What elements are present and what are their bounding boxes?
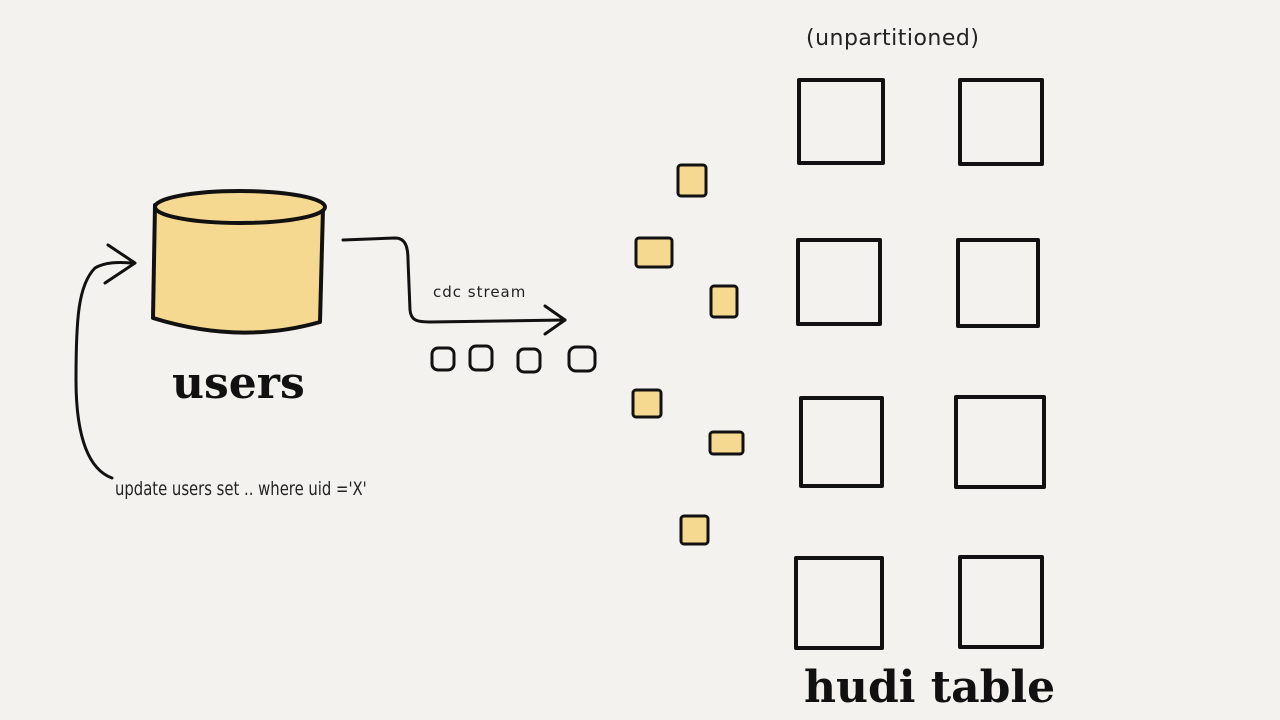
- database-label: users: [172, 358, 305, 409]
- flying-record: [679, 514, 710, 546]
- file-group: [794, 556, 884, 650]
- cdc-stream-arrow-icon: [341, 236, 567, 336]
- flying-record: [634, 236, 674, 269]
- hudi-file-groups: [794, 78, 1046, 650]
- flying-record: [631, 388, 663, 419]
- stream-records: [430, 344, 597, 374]
- file-group: [954, 395, 1046, 489]
- flying-record: [676, 163, 708, 198]
- file-group: [956, 238, 1040, 328]
- sql-statement: update users set .. where uid ='X': [115, 478, 367, 500]
- stream-label: cdc stream: [433, 283, 527, 301]
- partition-note: (unpartitioned): [806, 26, 980, 51]
- flying-record: [708, 430, 745, 456]
- stream-record: [516, 347, 542, 374]
- users-database-icon: [151, 189, 327, 335]
- file-group: [958, 78, 1044, 166]
- update-loop-arrow-icon: [74, 243, 137, 480]
- flying-record: [709, 284, 739, 319]
- file-group: [796, 238, 882, 326]
- table-label: hudi table: [804, 662, 1056, 713]
- stream-record: [567, 345, 597, 373]
- stream-record: [468, 344, 494, 372]
- flying-records: [631, 163, 745, 546]
- file-group: [799, 396, 884, 488]
- file-group: [958, 555, 1044, 649]
- stream-record: [430, 346, 456, 372]
- file-group: [797, 78, 885, 165]
